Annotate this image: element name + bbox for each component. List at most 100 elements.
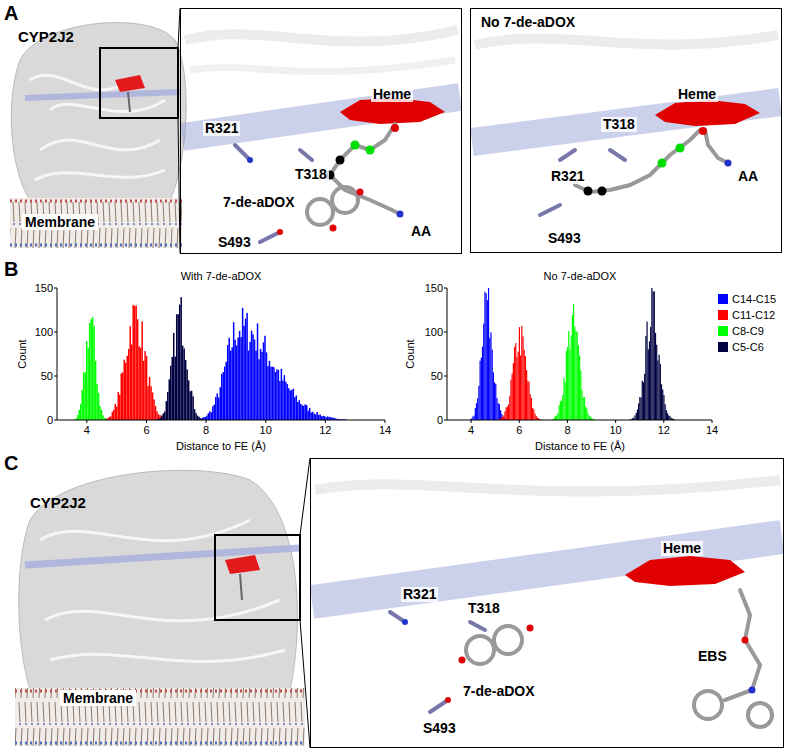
histogram-bar bbox=[490, 332, 491, 420]
histogram-bar bbox=[482, 347, 483, 420]
histogram-bar bbox=[569, 349, 570, 420]
histogram-bar bbox=[651, 288, 652, 420]
histogram-bar bbox=[144, 351, 145, 420]
protein-ribbon bbox=[240, 574, 242, 600]
histogram-bar bbox=[645, 336, 646, 420]
histogram-bar bbox=[146, 356, 147, 420]
histogram-bar bbox=[492, 350, 493, 420]
histogram-bar bbox=[530, 394, 531, 420]
zoom-marker bbox=[215, 535, 300, 620]
histogram-bar bbox=[646, 322, 647, 420]
tick-label: 14 bbox=[706, 424, 718, 437]
histogram-bar bbox=[500, 410, 501, 420]
histogram-bar bbox=[560, 401, 561, 420]
histogram-bar bbox=[254, 340, 255, 420]
membrane bbox=[15, 688, 305, 746]
histogram-bar bbox=[580, 370, 581, 420]
residue-label: T318 bbox=[601, 117, 637, 132]
histogram-bar bbox=[116, 406, 117, 420]
membrane bbox=[10, 198, 182, 248]
histogram-bar bbox=[327, 416, 328, 420]
histogram-bar bbox=[572, 315, 573, 420]
histogram-bar bbox=[578, 345, 579, 420]
protein-ribbon bbox=[19, 470, 300, 690]
residue-label: S493 bbox=[421, 721, 458, 736]
plot-axis bbox=[471, 420, 472, 423]
histogram-bar bbox=[179, 305, 180, 420]
histogram-bar bbox=[488, 288, 489, 420]
inset-illustration bbox=[366, 146, 375, 155]
inset-illustration bbox=[749, 687, 756, 694]
histogram-bar bbox=[557, 413, 558, 420]
histogram-bar bbox=[195, 413, 196, 420]
histogram-bar bbox=[276, 369, 277, 420]
histogram-bar bbox=[640, 397, 641, 420]
histogram-bar bbox=[475, 408, 476, 420]
histogram-bar bbox=[150, 386, 151, 420]
inset-illustration bbox=[725, 160, 732, 167]
plot-axis bbox=[54, 332, 57, 333]
histogram-bar bbox=[654, 291, 655, 420]
histogram-bar bbox=[644, 374, 645, 420]
histogram-bar bbox=[225, 362, 226, 420]
protein-ribbon bbox=[25, 92, 180, 98]
histogram-bar bbox=[524, 350, 525, 420]
plot-axis bbox=[146, 420, 147, 423]
histogram-bar bbox=[556, 415, 557, 420]
plot-axis bbox=[54, 420, 57, 421]
inset-illustration bbox=[185, 30, 458, 42]
histogram-bar bbox=[515, 343, 516, 420]
histogram-bar bbox=[122, 372, 123, 420]
histogram-bar bbox=[113, 410, 114, 420]
histogram-bar bbox=[118, 392, 119, 420]
histogram-bar bbox=[528, 382, 529, 420]
histogram-bar bbox=[648, 349, 649, 420]
histogram-bar bbox=[643, 382, 644, 420]
histogram-bar bbox=[180, 297, 181, 420]
histogram-bar bbox=[290, 390, 291, 420]
inset-panel: HemeR321T3187-de-aDOXEBSS493 bbox=[310, 458, 784, 748]
histogram-bar bbox=[220, 387, 221, 420]
histogram-bar bbox=[231, 347, 232, 420]
histogram-bar bbox=[669, 416, 670, 420]
inset-illustration bbox=[315, 480, 780, 492]
tick-label: 8 bbox=[203, 424, 209, 437]
histogram-bar bbox=[498, 403, 499, 420]
histogram-bar bbox=[503, 415, 504, 420]
histogram-bar bbox=[224, 367, 225, 420]
tick-label: 150 bbox=[425, 282, 443, 295]
inset-illustration bbox=[190, 60, 455, 72]
histogram-bar bbox=[189, 391, 190, 420]
histogram-bar bbox=[559, 405, 560, 420]
tick-label: 100 bbox=[35, 326, 53, 339]
histogram-bar bbox=[245, 319, 246, 420]
histogram-bar bbox=[131, 345, 132, 420]
plot-axis bbox=[206, 420, 207, 423]
histogram-bar bbox=[519, 327, 520, 420]
histogram-bar bbox=[657, 360, 658, 420]
histogram-bar bbox=[93, 326, 94, 420]
legend-text: C14-C15 bbox=[732, 292, 776, 306]
histogram-bar bbox=[123, 360, 124, 420]
plot-axis bbox=[444, 288, 447, 289]
histogram-bar bbox=[316, 412, 317, 420]
axis-title: Count bbox=[404, 339, 417, 368]
histogram-bar bbox=[177, 314, 178, 420]
histogram-bar bbox=[656, 345, 657, 420]
histogram-bar bbox=[573, 304, 574, 420]
histogram-bar bbox=[649, 342, 650, 420]
histogram-bar bbox=[531, 398, 532, 420]
tick-label: 6 bbox=[516, 424, 522, 437]
histogram-bar bbox=[264, 336, 265, 420]
histogram-bar bbox=[155, 406, 156, 420]
histogram-bar bbox=[267, 366, 268, 420]
histogram-bar bbox=[293, 389, 294, 420]
histogram-bar bbox=[661, 384, 662, 420]
histogram-bar bbox=[296, 395, 297, 420]
zoom-marker bbox=[215, 458, 310, 748]
histogram-bar bbox=[474, 416, 475, 420]
plot-axis bbox=[519, 420, 520, 423]
inset-illustration bbox=[391, 124, 399, 132]
histogram-bar bbox=[513, 363, 514, 420]
histogram-bar bbox=[315, 414, 316, 420]
